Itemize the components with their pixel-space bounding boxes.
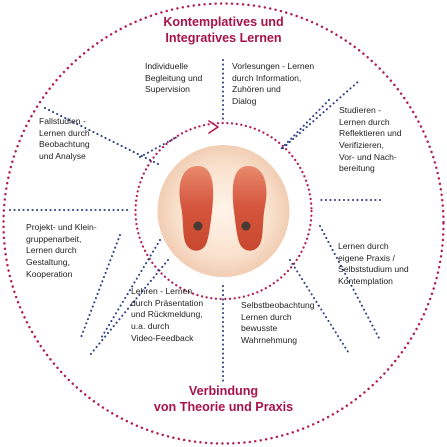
spoke-top-right-long [282, 79, 361, 149]
segment-fallstudien: Fallstudien - Lernen durch Beobachtung u… [39, 116, 90, 162]
spoke-bottom-left [99, 239, 161, 341]
spoke-top-right [279, 99, 330, 151]
left-foot-mark [193, 221, 203, 231]
segment-individuelle: Individuelle Begleitung und Supervision [145, 61, 203, 95]
center-disc [157, 145, 290, 277]
spokes [99, 99, 381, 341]
right-foot [232, 166, 267, 251]
segment-selbstbeobachtung: Selbstbeobachtung - Lernen durch bewusst… [241, 300, 320, 346]
segment-projekt: Projekt- und Klein- gruppenarbeit, Lerne… [26, 222, 97, 279]
spokes-outer [9, 59, 361, 383]
inner-dotted-circle [134, 121, 313, 301]
spoke-bottom-right [319, 225, 381, 341]
spoke-top-left [139, 136, 178, 158]
left-foot [179, 166, 214, 251]
segment-studieren: Studieren - Lernen durch Reflektieren un… [339, 105, 402, 174]
bottom-title: Verbindung von Theorie und Praxis [153, 384, 294, 415]
segment-eigene-praxis: Lernen durch eigene Praxis / Selbststudi… [338, 241, 409, 287]
segment-vorlesungen: Vorlesungen - Lernen durch Information, … [232, 61, 315, 107]
cycle-arrow-icon [208, 120, 219, 134]
segment-lehren: Lehren - Lernen durch Präsentation und R… [131, 286, 204, 343]
feet-icon [179, 166, 267, 251]
spoke-left-lower [79, 234, 121, 341]
right-foot-mark [241, 221, 251, 231]
top-title: Kontemplatives und Integratives Lernen [163, 15, 284, 46]
spoke-bottom-right-long [289, 259, 351, 356]
